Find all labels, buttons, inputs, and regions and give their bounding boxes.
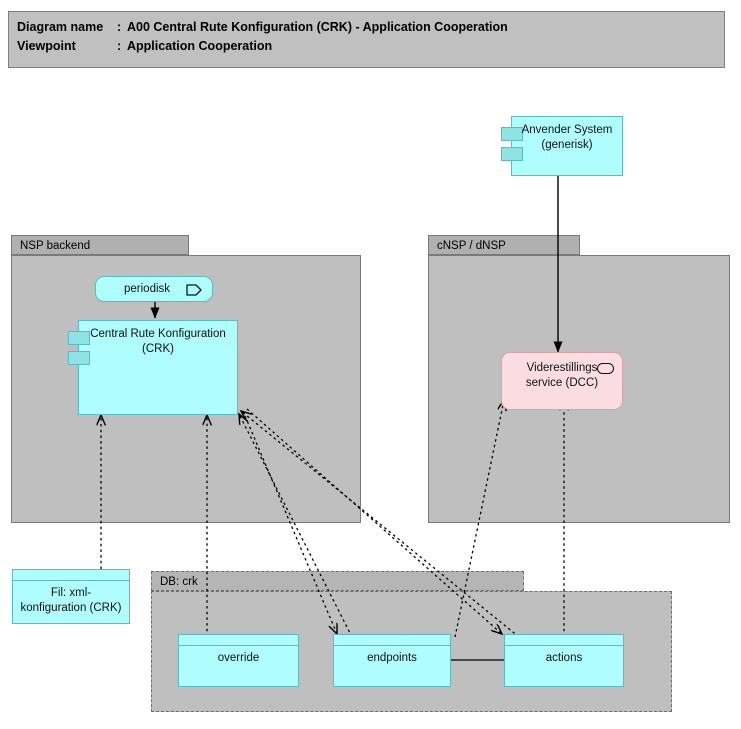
component-icon: [68, 351, 90, 365]
viewpoint-key: Viewpoint: [17, 39, 76, 53]
node-periodisk[interactable]: periodisk: [95, 276, 213, 302]
diagram-title-block: Diagram name : A00 Central Rute Konfigur…: [8, 11, 725, 68]
package-db-crk-label: DB: crk: [151, 571, 524, 591]
viewpoint-value: Application Cooperation: [127, 39, 273, 53]
viewpoint-separator: :: [117, 39, 122, 53]
service-oval-icon: [597, 363, 614, 374]
data-object-icon: [179, 635, 298, 646]
node-fil-xml-konfiguration[interactable]: Fil: xml- konfiguration (CRK): [12, 569, 130, 624]
viewpoint-row: Viewpoint : Application Cooperation: [17, 37, 724, 56]
node-actions[interactable]: actions: [504, 634, 624, 687]
node-dcc-line2: service (DCC): [525, 377, 599, 389]
component-icon: [68, 331, 90, 345]
node-anvender-system-line2: (generisk): [541, 139, 593, 151]
diagram-name-separator: :: [117, 20, 122, 34]
node-fil-line1: Fil: xml-: [50, 587, 92, 599]
node-actions-label: actions: [545, 652, 583, 664]
component-icon: [501, 147, 523, 161]
node-crk-line2: (CRK): [142, 343, 174, 355]
node-override-label: override: [217, 652, 260, 664]
node-viderestillings-service-label: Viderestillings service (DCC): [502, 361, 622, 391]
node-override[interactable]: override: [178, 634, 299, 687]
node-central-rute-konfiguration[interactable]: Central Rute Konfiguration (CRK): [68, 320, 238, 415]
node-endpoints-label: endpoints: [367, 652, 417, 664]
package-cnsp-dnsp-label: cNSP / dNSP: [428, 235, 580, 255]
node-dcc-line1: Viderestillings: [526, 362, 598, 374]
node-anvender-system[interactable]: Anvender System (generisk): [501, 116, 623, 176]
node-anvender-system-label: Anvender System (generisk): [512, 123, 622, 153]
event-icon: [186, 284, 202, 296]
diagram-name-row: Diagram name : A00 Central Rute Konfigur…: [17, 18, 724, 37]
node-central-rute-konfiguration-label: Central Rute Konfiguration (CRK): [79, 327, 237, 357]
package-nsp-backend-label: NSP backend: [11, 235, 189, 255]
diagram-name-key: Diagram name: [17, 20, 104, 34]
node-periodisk-label: periodisk: [124, 283, 171, 295]
data-object-icon: [505, 635, 623, 646]
diagram-name-value: A00 Central Rute Konfiguration (CRK) - A…: [127, 20, 508, 34]
node-viderestillings-service[interactable]: Viderestillings service (DCC): [501, 352, 623, 410]
data-object-icon: [13, 570, 129, 581]
node-crk-line1: Central Rute Konfiguration: [90, 328, 226, 340]
node-anvender-system-line1: Anvender System: [521, 124, 613, 136]
node-fil-xml-konfiguration-label: Fil: xml- konfiguration (CRK): [13, 581, 129, 616]
node-fil-line2: konfiguration (CRK): [20, 602, 122, 614]
node-endpoints[interactable]: endpoints: [333, 634, 451, 687]
data-object-icon: [334, 635, 450, 646]
component-icon: [501, 127, 523, 141]
